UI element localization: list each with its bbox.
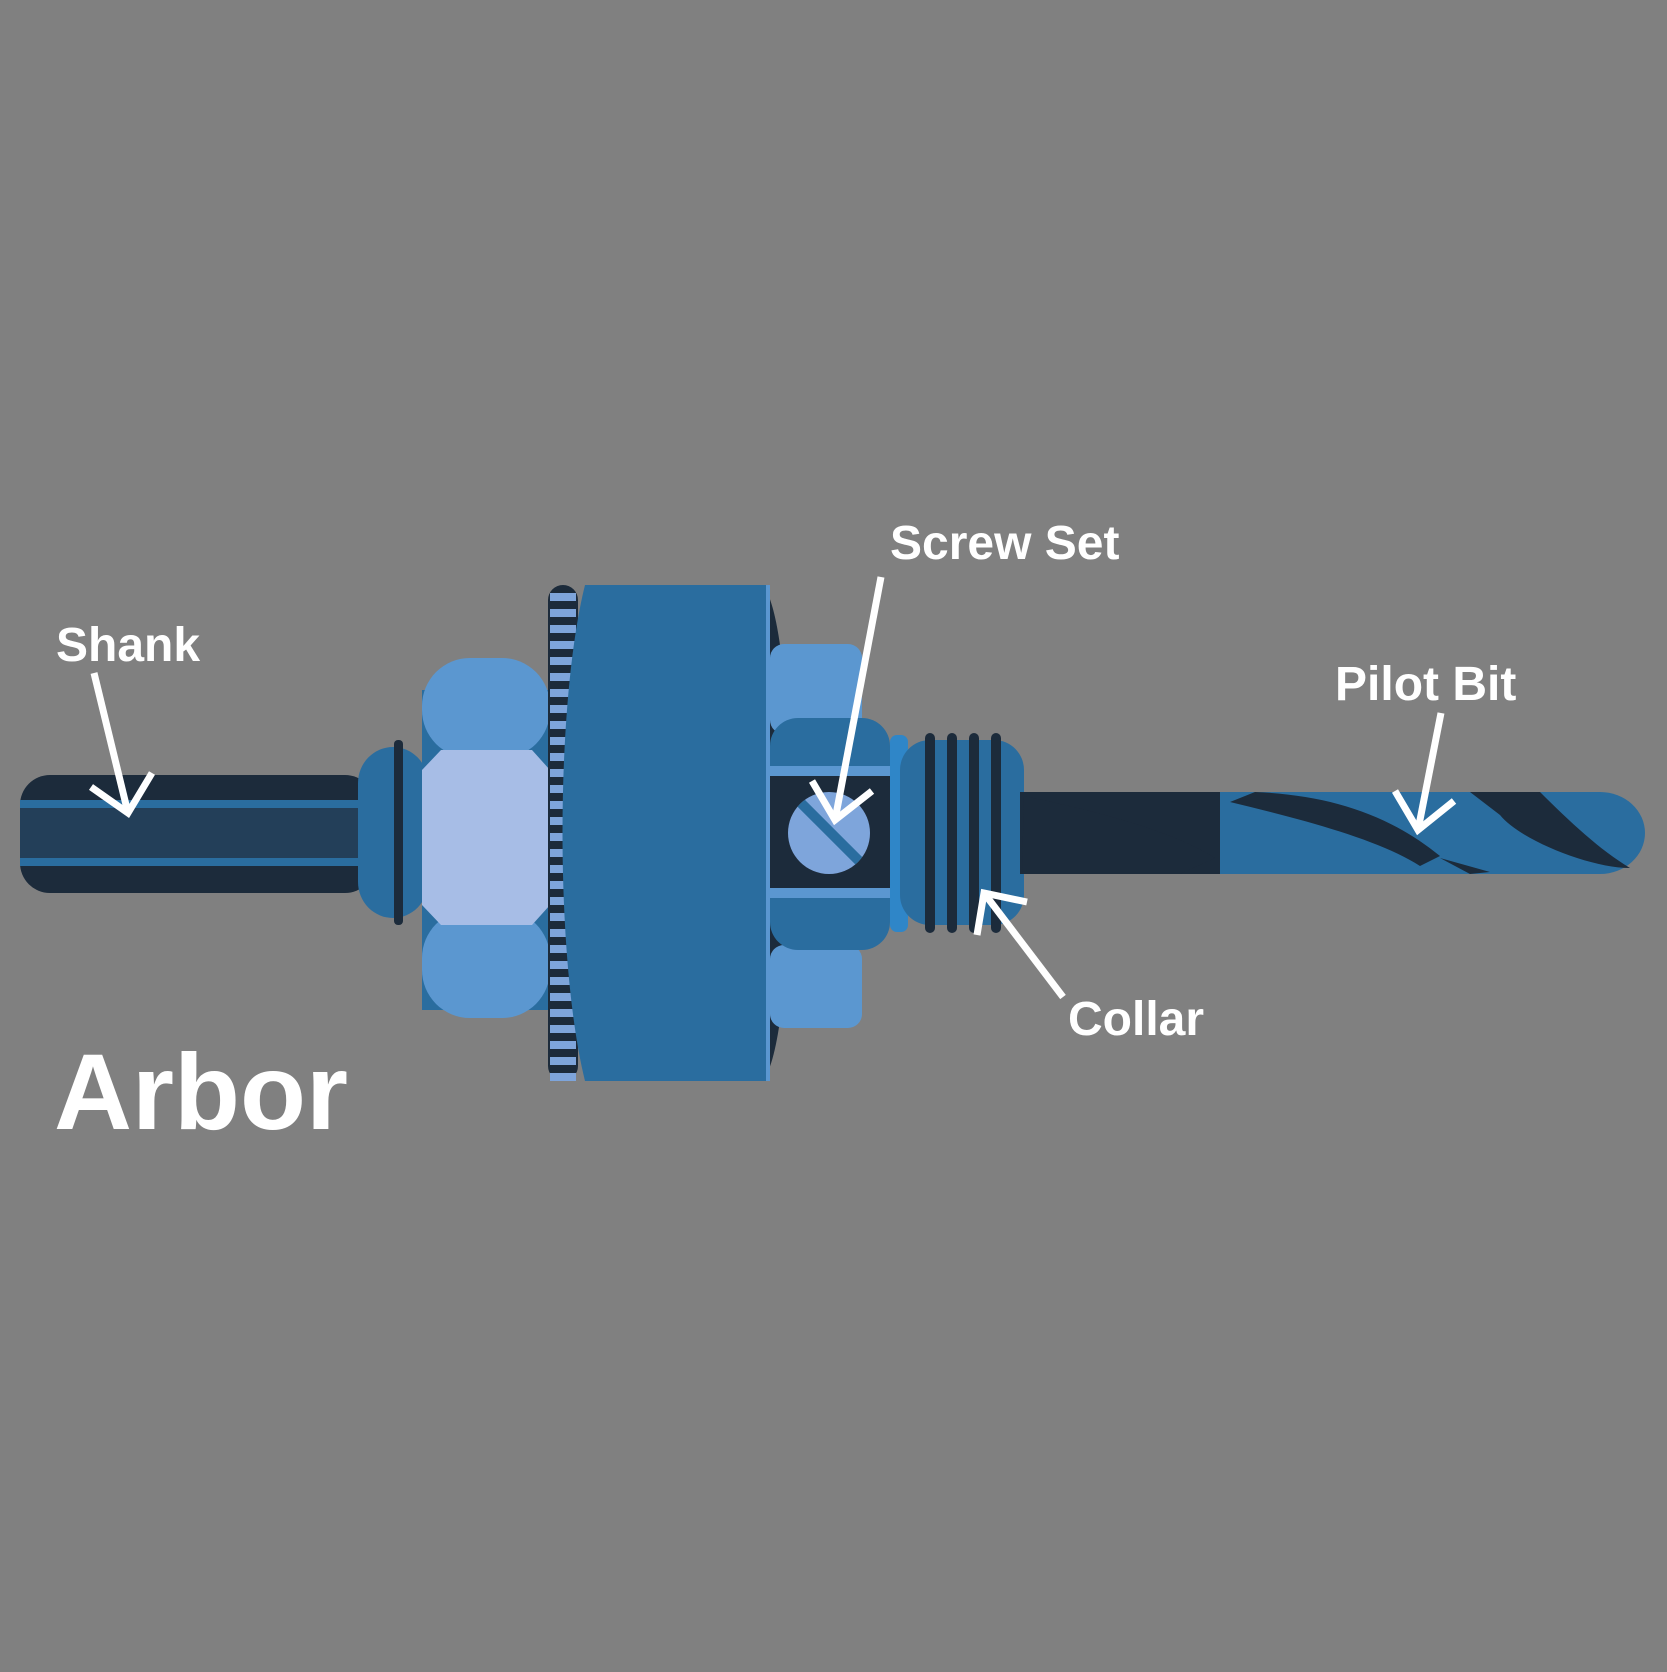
serration-tooth <box>550 881 576 889</box>
serration-tooth <box>550 929 576 937</box>
serration-tooth <box>550 785 576 793</box>
serration-tooth <box>550 593 576 601</box>
serration-tooth <box>550 1041 576 1049</box>
serration-tooth <box>550 689 576 697</box>
collar-part <box>900 733 1024 933</box>
screw-set-arrow <box>808 576 885 826</box>
shank-label: Shank <box>56 619 201 672</box>
serration-tooth <box>550 897 576 905</box>
serration-tooth <box>550 1073 576 1081</box>
serration-tooth <box>550 961 576 969</box>
serration-tooth <box>550 673 576 681</box>
main-flange <box>562 585 791 1081</box>
serration-tooth <box>550 705 576 713</box>
collar-label: Collar <box>1068 993 1205 1046</box>
serration-tooth <box>550 753 576 761</box>
serration-tooth <box>550 625 576 633</box>
serration-tooth <box>550 977 576 985</box>
pilot-bit <box>1020 792 1645 874</box>
serration-tooth <box>550 913 576 921</box>
pilot-bit-label: Pilot Bit <box>1335 658 1517 711</box>
serration-tooth <box>550 641 576 649</box>
serration-tooth <box>550 769 576 777</box>
shank-arrow <box>88 672 156 819</box>
serration-tooth <box>550 945 576 953</box>
serration-tooth <box>550 657 576 665</box>
shank-part <box>20 775 375 893</box>
serration-tooth <box>550 1009 576 1017</box>
hex-nut <box>422 658 552 1018</box>
screw-set-label: Screw Set <box>890 517 1120 570</box>
collar-arrow <box>973 888 1066 1000</box>
pilot-bit-arrow <box>1391 712 1457 836</box>
rear-collar <box>358 740 428 925</box>
serration-tooth <box>550 609 576 617</box>
callout-arrows <box>88 576 1457 1000</box>
serration-tooth <box>550 1057 576 1065</box>
serration-tooth <box>550 721 576 729</box>
page-title: Arbor <box>54 1031 348 1152</box>
serration-tooth <box>550 993 576 1001</box>
serration-tooth <box>550 1025 576 1033</box>
serration-tooth <box>550 737 576 745</box>
